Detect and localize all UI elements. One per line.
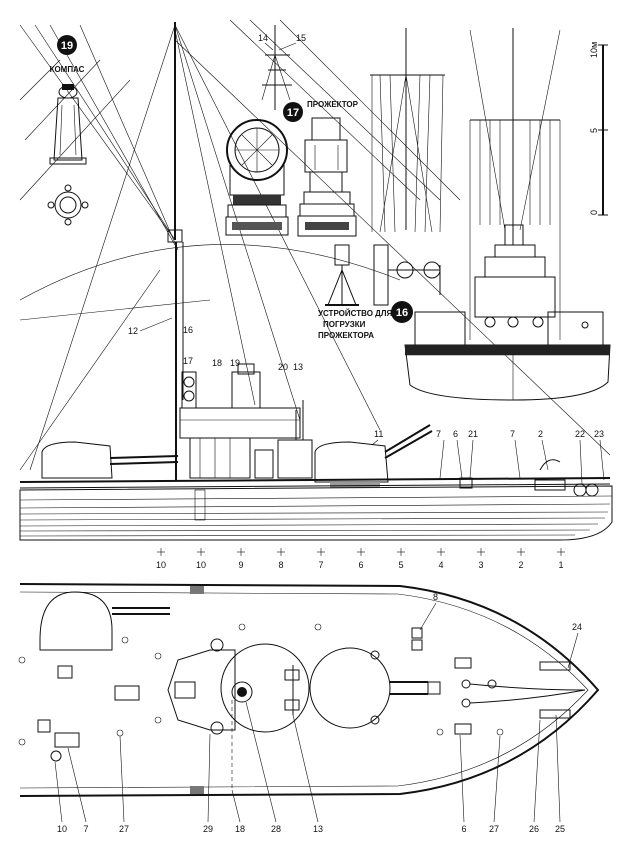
side-callout-11: 11 — [374, 429, 383, 439]
plan-callout-24: 24 — [572, 622, 582, 632]
frame-mark-0: 10 — [156, 560, 166, 570]
plan-top-callouts: 8 24 — [419, 592, 582, 669]
loading-caption-1: УСТРОЙСТВО ДЛЯ — [318, 309, 392, 318]
plan-aft-turret — [39, 591, 113, 651]
frame-mark-9: 2 — [518, 560, 523, 570]
rigging — [19, 19, 611, 471]
compass-detail: 19 КОМПАС — [47, 35, 89, 226]
plan-superstructure-round — [220, 643, 310, 733]
compass-caption: КОМПАС — [50, 65, 85, 74]
side-callout-2: 2 — [538, 429, 543, 439]
plan-bridge — [167, 649, 236, 731]
bottom-callout-10: 10 — [57, 824, 67, 834]
side-callout-19: 19 — [230, 358, 240, 368]
scale-10: 10м — [589, 42, 599, 58]
badge-17: 17 — [287, 107, 299, 119]
side-callout-12: 12 — [128, 326, 138, 336]
side-callout-22: 22 — [575, 429, 585, 439]
compass-top-view — [47, 184, 89, 226]
bottom-callout-6: 6 — [461, 824, 466, 834]
plan-forward-turret — [309, 647, 391, 729]
side-callout-7a: 7 — [436, 429, 441, 439]
compass-pillar — [53, 97, 83, 161]
frame-marks: 10 10 9 8 7 6 5 4 3 2 1 — [156, 548, 565, 570]
side-profile — [19, 22, 613, 541]
badge-19: 19 — [61, 40, 73, 52]
frame-mark-4: 7 — [318, 560, 323, 570]
bottom-callout-25: 25 — [555, 824, 565, 834]
bottom-callouts: 10 7 27 29 18 28 13 6 27 26 25 — [54, 701, 565, 834]
plan-view — [18, 583, 600, 797]
plan-callout-8: 8 — [433, 592, 438, 602]
bottom-callout-7: 7 — [83, 824, 88, 834]
frame-mark-7: 4 — [438, 560, 443, 570]
side-callout-17: 17 — [183, 356, 193, 366]
frame-mark-5: 6 — [358, 560, 363, 570]
searchlight-detail: 17 ПРОЖЕКТОР — [225, 100, 359, 237]
bottom-callout-29: 29 — [203, 824, 213, 834]
bottom-callout-28: 28 — [271, 824, 281, 834]
frame-mark-2: 9 — [238, 560, 243, 570]
side-callout-13: 13 — [293, 362, 303, 372]
scale-0: 0 — [589, 210, 599, 215]
side-callout-7b: 7 — [510, 429, 515, 439]
bottom-callout-18: 18 — [235, 824, 245, 834]
frame-mark-6: 5 — [398, 560, 403, 570]
side-callout-6: 6 — [453, 429, 458, 439]
radio-mast: 14 15 — [258, 25, 306, 110]
frame-mark-10: 1 — [558, 560, 563, 570]
loading-device-detail: 16 УСТРОЙСТВО ДЛЯ ПОГРУЗКИ ПРОЖЕКТОРА — [318, 244, 441, 340]
loading-caption-3: ПРОЖЕКТОРА — [318, 331, 374, 340]
hull — [19, 485, 613, 541]
mast-rigging-detail — [370, 28, 445, 233]
side-callout-18: 18 — [212, 358, 222, 368]
side-callout-20: 20 — [278, 362, 288, 372]
side-callout-23: 23 — [594, 429, 604, 439]
frame-mark-3: 8 — [278, 560, 283, 570]
scale-5: 5 — [589, 128, 599, 133]
badge-16: 16 — [396, 307, 408, 319]
bottom-callout-27a: 27 — [119, 824, 129, 834]
bottom-callout-13: 13 — [313, 824, 323, 834]
bottom-callout-26: 26 — [529, 824, 539, 834]
side-callout-21: 21 — [468, 429, 478, 439]
callout-15: 15 — [296, 33, 306, 43]
stern-view — [404, 28, 611, 401]
searchlight-caption: ПРОЖЕКТОР — [307, 100, 359, 109]
callout-14: 14 — [258, 33, 268, 43]
badge-circle-19 — [57, 35, 77, 55]
frame-mark-8: 3 — [478, 560, 483, 570]
frame-mark-1: 10 — [196, 560, 206, 570]
side-callouts: 12 16 17 18 19 20 13 11 7 6 21 7 2 22 23 — [128, 317, 605, 485]
bottom-callout-27b: 27 — [489, 824, 499, 834]
scale-bar: 0 5 10м — [589, 42, 608, 216]
loading-caption-2: ПОГРУЗКИ — [323, 320, 366, 329]
badge-circle-17 — [283, 102, 303, 122]
forward-turret — [314, 441, 389, 483]
side-callout-16: 16 — [183, 325, 193, 335]
badge-circle-16 — [391, 301, 413, 323]
aft-turret — [41, 441, 113, 479]
